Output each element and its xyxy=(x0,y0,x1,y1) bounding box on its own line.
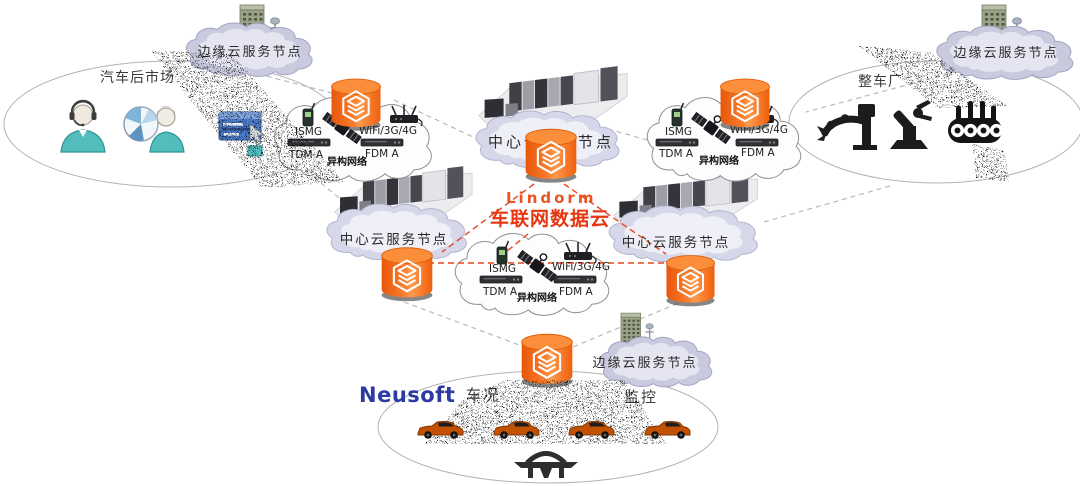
network-label-fdma: FDM A xyxy=(741,147,775,159)
network-cloud-name: 异构网络 xyxy=(327,157,367,168)
iov-cloud-label: 车联网数据云 xyxy=(489,208,610,230)
neusoft-logo: Neusoft xyxy=(359,383,456,407)
connection-line xyxy=(403,301,531,350)
car-icon xyxy=(644,420,691,440)
car-icon xyxy=(417,420,464,440)
network-label-ismg: ISMG xyxy=(665,126,692,138)
car-icon xyxy=(493,420,540,440)
center-node-label-mid-right: 中心云服务节点 xyxy=(621,235,731,251)
connection-line xyxy=(257,73,337,95)
center-node-label-mid-left: 中心云服务节点 xyxy=(339,232,449,248)
red-link-line xyxy=(441,183,535,253)
network-label-fdma: FDM A xyxy=(365,148,399,160)
lindorm-label: Lindorm xyxy=(506,189,597,207)
network-cloud-name: 异构网络 xyxy=(517,293,557,304)
edge-node-label-top-right: 边缘云服务节点 xyxy=(953,46,1059,61)
noise-texture xyxy=(858,46,1008,108)
network-label-tdma: TDM A xyxy=(659,148,694,160)
noise-texture xyxy=(150,50,344,188)
connection-line xyxy=(805,73,949,113)
aftermarket-label: 汽车后市场 xyxy=(100,70,175,86)
network-label-wifi: WiFi/3G/4G xyxy=(552,261,610,273)
connection-line xyxy=(763,185,891,223)
network-label-ismg: ISMG xyxy=(489,263,516,275)
network-label-tdma: TDM A xyxy=(483,286,518,298)
network-label-fdma: FDM A xyxy=(559,286,593,298)
red-link-line xyxy=(563,183,667,255)
car-icon xyxy=(568,420,615,440)
noise-texture xyxy=(972,144,1010,182)
oem-label: 整车厂 xyxy=(858,74,903,90)
red-link-line xyxy=(505,233,529,253)
network-cloud-name: 异构网络 xyxy=(699,156,739,167)
red-data-links xyxy=(428,183,676,264)
edge-node-label-bottom: 边缘云服务节点 xyxy=(592,356,698,371)
overpass-icon xyxy=(514,454,578,479)
